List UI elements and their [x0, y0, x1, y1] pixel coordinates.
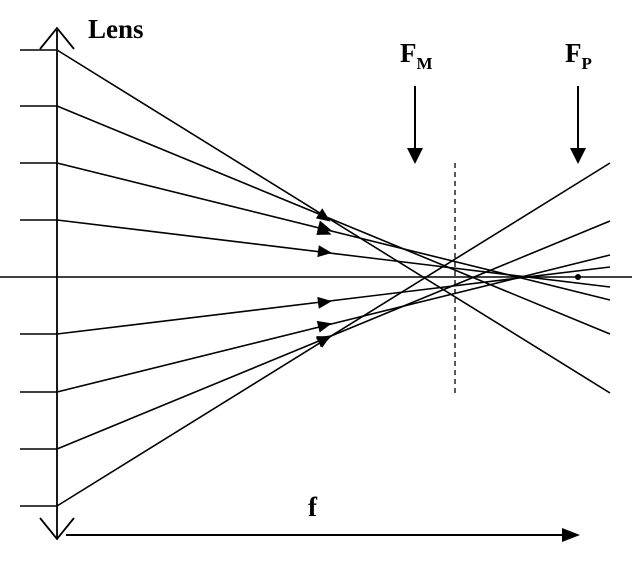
paraxial-focus-arrow — [570, 86, 586, 164]
marginal-focus-letter: F — [400, 38, 417, 68]
ray-bottom-3 — [56, 254, 611, 393]
ray-top-2 — [56, 105, 611, 335]
focal-length-label: f — [308, 492, 318, 522]
paraxial-focus-label: FP — [565, 38, 592, 73]
lens — [39, 26, 75, 541]
paraxial-focus-dot — [575, 274, 581, 280]
ray-top-3 — [56, 162, 611, 301]
incoming-rays — [20, 49, 57, 507]
paraxial-focus-letter: F — [565, 38, 582, 68]
marginal-focus-label: FM — [400, 38, 433, 73]
ray-top-4 — [56, 219, 611, 288]
ray-top-1 — [56, 49, 611, 394]
paraxial-focus-subscript: P — [582, 54, 592, 73]
marginal-focus-subscript: M — [417, 54, 433, 73]
lens-title: Lens — [88, 14, 144, 44]
ray-bottom-1 — [56, 162, 611, 507]
marginal-focus-arrow — [407, 86, 423, 164]
focal-length-arrow — [66, 528, 580, 542]
ray-direction-arrows — [315, 208, 332, 348]
svg-text:FP: FP — [565, 38, 592, 73]
svg-text:FM: FM — [400, 38, 433, 73]
